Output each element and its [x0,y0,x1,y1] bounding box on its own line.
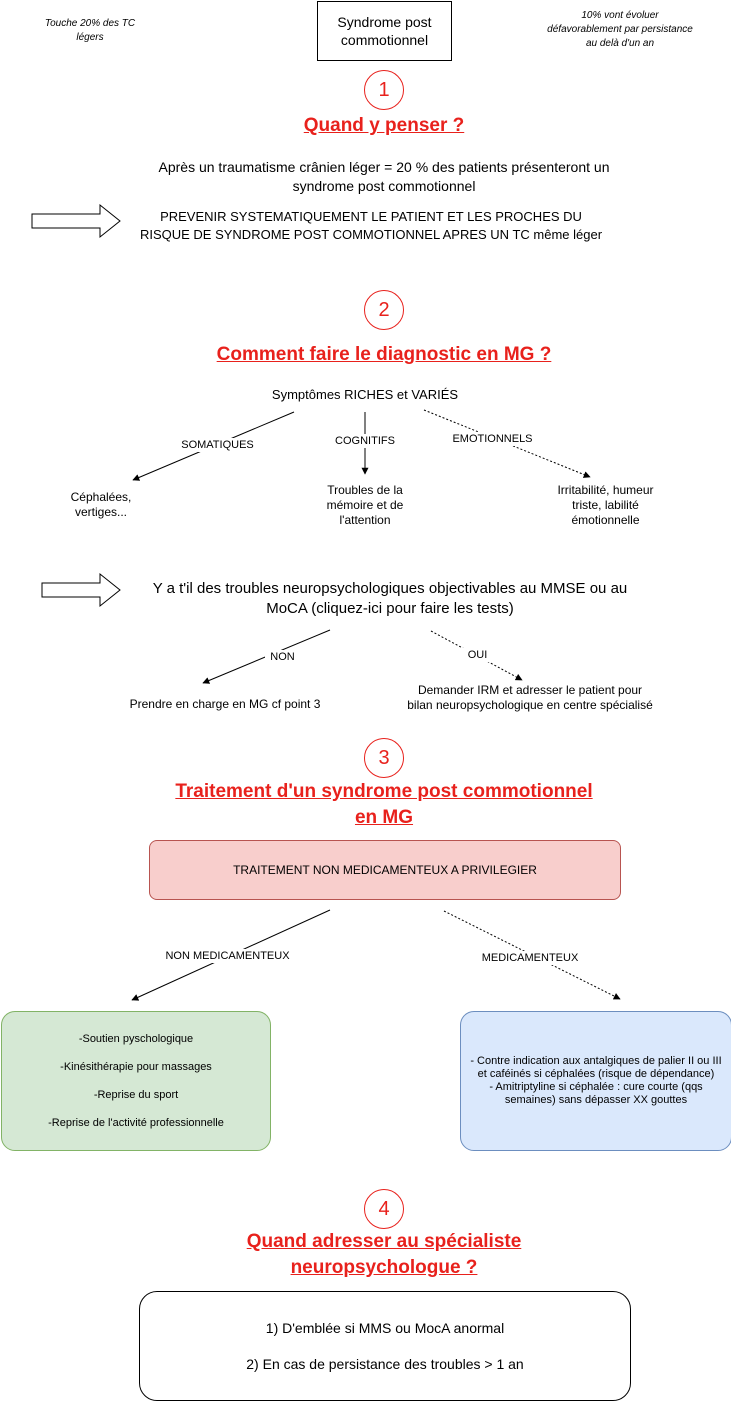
label-medicamenteux: MEDICAMENTEUX [475,951,585,965]
section1-heading: Quand y penser ? [303,115,465,136]
result-somatiques: Céphalées, vertiges... [70,490,132,519]
hollow-arrow-2 [41,572,121,608]
page-title: Syndrome post commotionnel [337,14,432,48]
criteria-item: 1) D'emblée si MMS ou MocA anormal [265,1320,505,1336]
section1-warning: PREVENIR SYSTEMATIQUEMENT LE PATIENT ET … [139,209,603,242]
right-note: 10% vont évoluer défavorablement par per… [547,10,693,49]
label-oui: OUI [460,648,495,662]
section2-heading: Comment faire le diagnostic en MG ? [216,344,552,365]
section-number-1: 1 [364,70,404,110]
label-non-medicamenteux: NON MEDICAMENTEUX [150,949,305,963]
non-med-item: -Kinésithérapie pour massages [60,1061,212,1073]
med-item: - Amitriptyline si céphalée : cure court… [489,1081,703,1106]
arrow-medicamenteux [443,910,621,1000]
section3-heading-line2: en MG [354,807,414,828]
specialist-criteria-box: 1) D'emblée si MMS ou MocA anormal 2) En… [139,1291,631,1401]
label-non: NON [265,650,300,664]
mmse-moca-question-link[interactable]: Y a t'il des troubles neuropsychologique… [152,580,628,617]
label-cognitifs: COGNITIFS [325,434,405,448]
label-emotionnels: EMOTIONNELS [445,432,540,446]
main-treatment-box: TRAITEMENT NON MEDICAMENTEUX A PRIVILEGI… [149,840,621,900]
non-med-item: -Reprise de l'activité professionnelle [48,1117,224,1129]
section-number-2: 2 [364,290,404,330]
section4-heading-line1: Quand adresser au spécialiste [246,1231,522,1252]
non-med-item: -Reprise du sport [93,1089,179,1101]
medicamenteux-box: - Contre indication aux antalgiques de p… [460,1011,731,1151]
criteria-item: 2) En cas de persistance des troubles > … [246,1356,524,1372]
result-oui: Demander IRM et adresser le patient pour… [407,683,653,712]
section-number-3: 3 [364,738,404,778]
section4-heading-line2: neuropsychologue ? [290,1257,478,1278]
result-non: Prendre en charge en MG cf point 3 [129,697,321,711]
symptoms-title: Symptômes RICHES et VARIÉS [271,387,459,402]
section-number-4: 4 [364,1189,404,1229]
section3-heading-line1: Traitement d'un syndrome post commotionn… [175,781,593,802]
result-cognitifs: Troubles de la mémoire et de l'attention [326,483,404,527]
title-box: Syndrome post commotionnel [317,1,452,61]
arrow-oui [430,630,523,681]
result-emotionnels: Irritabilité, humeur triste, labilité ém… [557,483,654,527]
non-med-item: -Soutien pyschologique [78,1033,194,1045]
section4-heading: Quand adresser au spécialiste neuropsych… [184,1229,584,1281]
hollow-arrow-1 [31,203,121,239]
med-item: - Contre indication aux antalgiques de p… [470,1055,722,1080]
section3-heading: Traitement d'un syndrome post commotionn… [110,779,658,831]
main-treatment-text: TRAITEMENT NON MEDICAMENTEUX A PRIVILEGI… [233,863,537,877]
non-medicamenteux-box: -Soutien pyschologique -Kinésithérapie p… [1,1011,271,1151]
label-somatiques: SOMATIQUES [170,438,265,452]
section1-text: Après un traumatisme crânien léger = 20 … [158,159,610,194]
left-note: Touche 20% des TC légers [44,18,136,43]
